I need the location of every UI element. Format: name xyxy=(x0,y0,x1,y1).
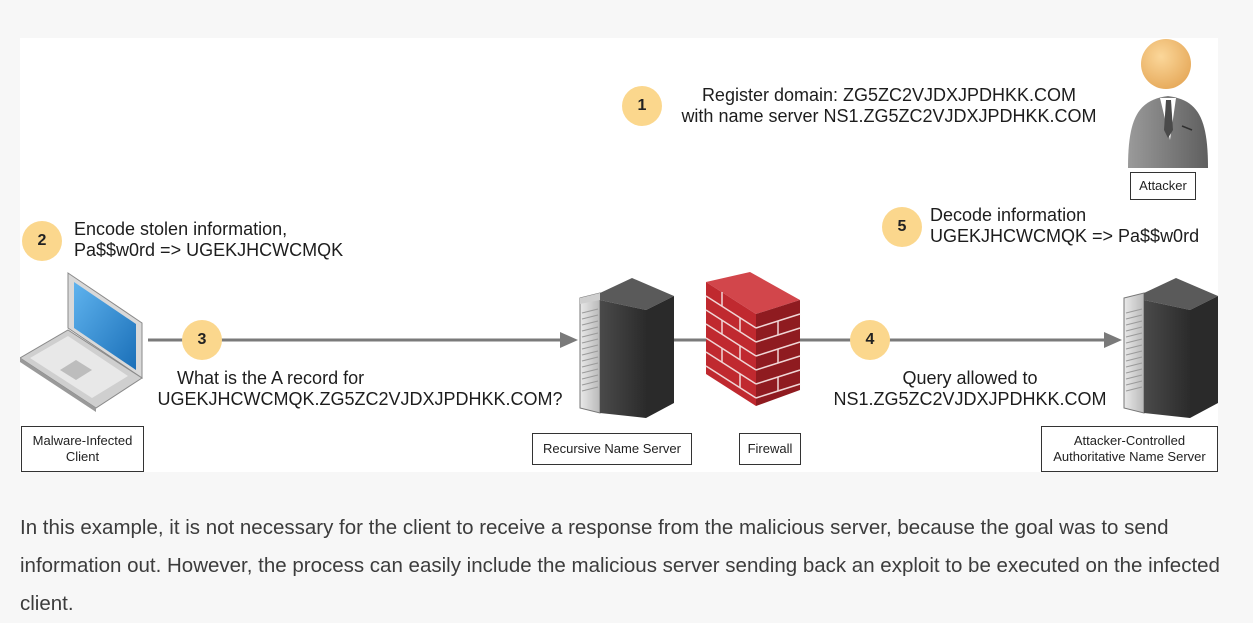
step-1-text: Register domain: ZG5ZC2VJDXJPDHKK.COM wi… xyxy=(672,85,1106,127)
step-1-line1: Register domain: ZG5ZC2VJDXJPDHKK.COM xyxy=(701,85,1077,105)
step-2-badge: 2 xyxy=(22,221,62,261)
firewall-icon xyxy=(705,272,801,406)
step-3-line2: UGEKJHCWCMQK.ZG5ZC2VJDXJPDHKK.COM? xyxy=(157,389,563,409)
step-1-line2: with name server NS1.ZG5ZC2VJDXJPDHKK.CO… xyxy=(681,106,1097,126)
step-4-line1: Query allowed to xyxy=(902,368,1038,388)
step-5-line1: Decode information xyxy=(930,205,1087,225)
step-1-badge: 1 xyxy=(622,86,662,126)
dns-tunneling-diagram: 1 2 3 4 5 Register domain: ZG5ZC2VJDXJPD… xyxy=(20,38,1218,472)
client-label-line1: Malware-Infected xyxy=(32,433,133,448)
attacker-person-icon xyxy=(1128,39,1208,168)
authoritative-label-line2: Authoritative Name Server xyxy=(1053,449,1206,464)
step-4-text: Query allowed to NS1.ZG5ZC2VJDXJPDHKK.CO… xyxy=(825,368,1115,410)
laptop-icon xyxy=(20,272,143,412)
step-2-line2: Pa$$w0rd => UGEKJHCWCMQK xyxy=(74,240,344,260)
step-5-badge: 5 xyxy=(882,207,922,247)
step-4-badge: 4 xyxy=(850,320,890,360)
step-3-text: What is the A record for UGEKJHCWCMQK.ZG… xyxy=(148,368,572,410)
firewall-label: Firewall xyxy=(739,433,801,465)
caption-paragraph: In this example, it is not necessary for… xyxy=(20,515,1220,615)
diagram-graphics xyxy=(20,39,1218,418)
authoritative-server-icon xyxy=(1123,278,1218,418)
step-5-line2: UGEKJHCWCMQK => Pa$$w0rd xyxy=(930,226,1200,246)
client-label-line2: Client xyxy=(65,449,100,464)
step-4-line2: NS1.ZG5ZC2VJDXJPDHKK.COM xyxy=(833,389,1107,409)
authoritative-label-line1: Attacker-Controlled xyxy=(1073,433,1186,448)
step-2-text: Encode stolen information, Pa$$w0rd => U… xyxy=(74,219,343,261)
authoritative-server-label: Attacker-Controlled Authoritative Name S… xyxy=(1041,426,1218,472)
attacker-label: Attacker xyxy=(1130,172,1196,200)
step-3-line1: What is the A record for xyxy=(177,368,365,388)
step-5-text: Decode information UGEKJHCWCMQK => Pa$$w… xyxy=(930,205,1199,247)
step-2-line1: Encode stolen information, xyxy=(74,219,288,239)
recursive-server-icon xyxy=(579,278,674,418)
client-label: Malware-Infected Client xyxy=(21,426,144,472)
step-3-badge: 3 xyxy=(182,320,222,360)
recursive-server-label: Recursive Name Server xyxy=(532,433,692,465)
